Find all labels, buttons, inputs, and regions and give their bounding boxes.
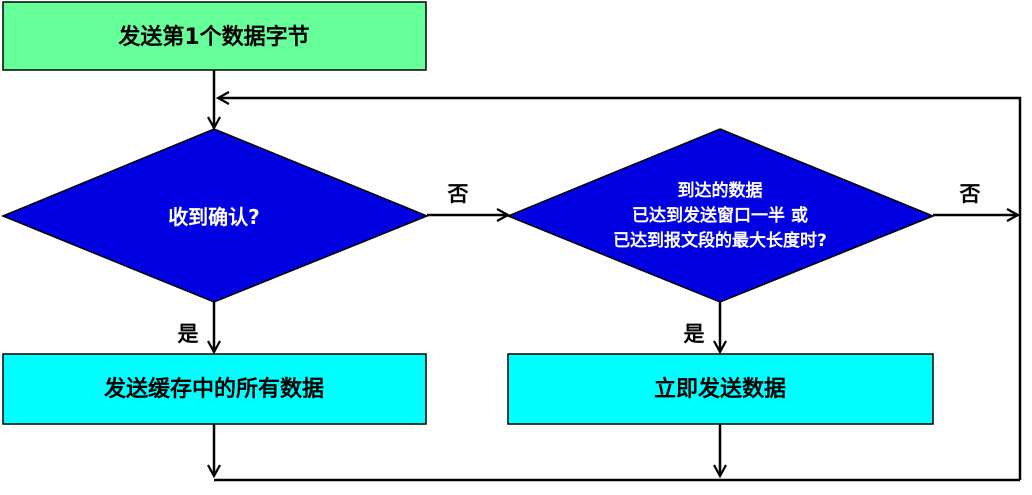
send-all-label: 发送缓存中的所有数据 <box>103 376 324 402</box>
size-no-label: 否 <box>960 182 981 206</box>
send-now-label: 立即发送数据 <box>654 376 786 402</box>
size-decision-line-3: 已达到报文段的最大长度时? <box>613 230 827 251</box>
ack-decision-diamond <box>1 128 429 303</box>
start-box <box>2 1 427 71</box>
start-box-label: 发送第1个数据字节 <box>117 24 309 50</box>
size-decision-line-1: 到达的数据 <box>678 180 763 201</box>
ack-no-label: 否 <box>448 182 469 206</box>
loop-back-line <box>218 98 1022 480</box>
send-all-box <box>2 353 427 425</box>
connectors <box>214 70 1022 482</box>
size-decision-line-2: 已达到发送窗口一半 或 <box>632 205 808 226</box>
size-decision-diamond <box>506 128 935 303</box>
send-now-box <box>507 353 934 425</box>
ack-yes-label: 是 <box>178 322 199 346</box>
ack-decision-label: 收到确认? <box>168 205 260 229</box>
size-yes-label: 是 <box>684 322 705 346</box>
